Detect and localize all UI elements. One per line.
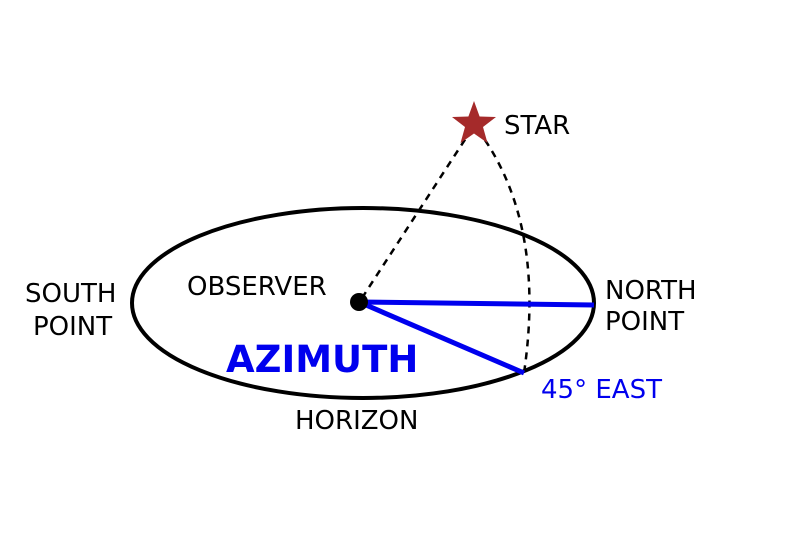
observer-dot bbox=[350, 293, 368, 311]
south-point-label-line1: SOUTH bbox=[25, 279, 116, 309]
star-icon bbox=[452, 101, 496, 143]
star-label: STAR bbox=[504, 111, 570, 141]
star-vertical-arc bbox=[483, 139, 531, 374]
line-of-sight-dashed bbox=[360, 137, 468, 299]
north-line bbox=[358, 299, 595, 308]
north-point-label-line1: NORTH bbox=[605, 276, 697, 306]
azimuth-value-label: 45° EAST bbox=[541, 375, 662, 405]
azimuth-line bbox=[358, 299, 525, 376]
azimuth-title: AZIMUTH bbox=[226, 338, 418, 381]
horizon-label: HORIZON bbox=[295, 406, 418, 436]
south-point-label-line2: POINT bbox=[33, 312, 112, 342]
north-point-label-line2: POINT bbox=[605, 307, 684, 337]
observer-label: OBSERVER bbox=[187, 272, 327, 302]
